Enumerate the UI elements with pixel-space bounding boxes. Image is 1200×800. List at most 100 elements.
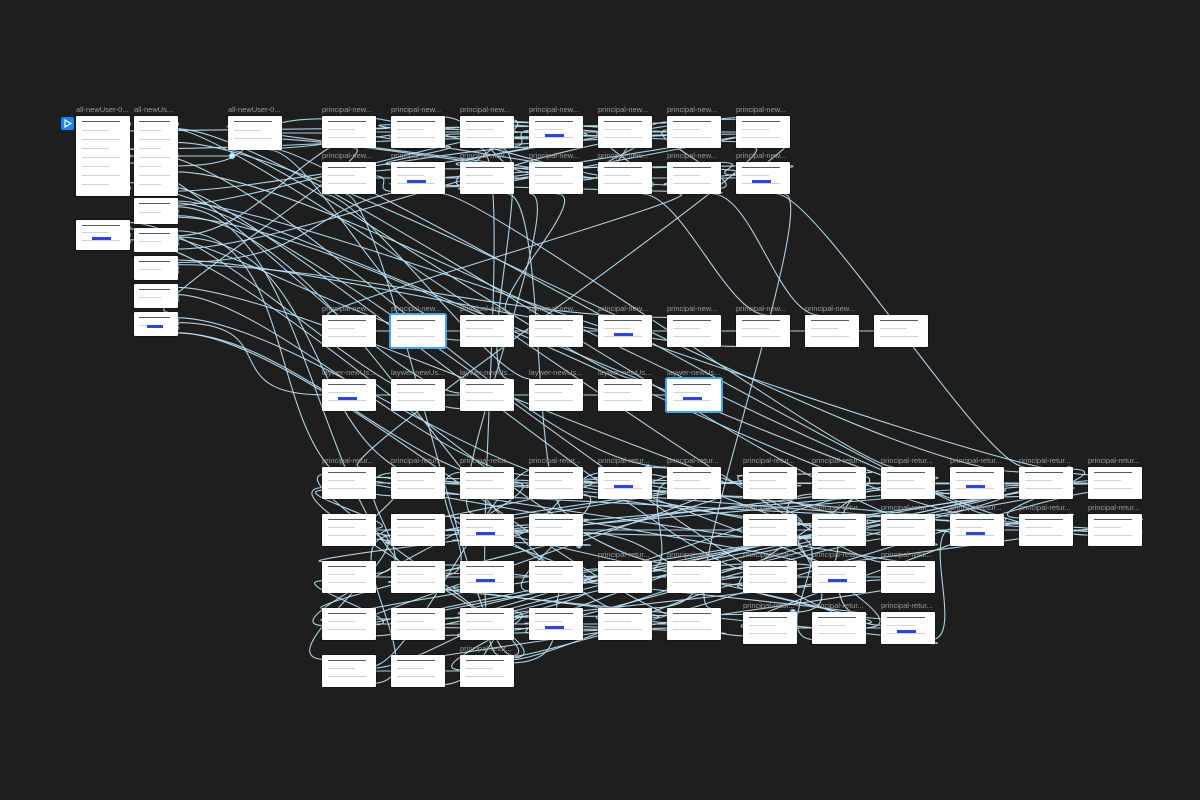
frame-title[interactable]: principal-retur...: [743, 601, 795, 610]
prototype-frame[interactable]: [460, 379, 514, 411]
frame-title[interactable]: principal-retur...: [322, 456, 374, 465]
frame-title[interactable]: principal-new...: [391, 151, 442, 160]
frame-title[interactable]: principal-new...: [529, 304, 580, 313]
prototype-frame[interactable]: [598, 608, 652, 640]
prototype-frame[interactable]: [529, 467, 583, 499]
prototype-frame[interactable]: [391, 655, 445, 687]
frame-title[interactable]: laywer-newUs...: [529, 368, 583, 377]
frame-title[interactable]: principal-retur...: [1019, 503, 1071, 512]
prototype-frame[interactable]: [529, 315, 583, 347]
frame-title[interactable]: principal-retur...: [391, 456, 443, 465]
prototype-frame[interactable]: [1088, 467, 1142, 499]
prototype-frame[interactable]: [134, 312, 178, 336]
prototype-frame[interactable]: [881, 467, 935, 499]
prototype-frame[interactable]: [812, 612, 866, 644]
frame-title[interactable]: principal-retur...: [950, 456, 1002, 465]
frame-title[interactable]: principal-retur...: [598, 456, 650, 465]
frame-title[interactable]: principal-new...: [529, 151, 580, 160]
frame-title[interactable]: principal-retur...: [743, 503, 795, 512]
frame-title[interactable]: principal-retur...: [598, 550, 650, 559]
frame-title[interactable]: all-newUser-0...: [76, 105, 129, 114]
frame-title[interactable]: principal-new...: [667, 304, 718, 313]
prototype-frame[interactable]: [881, 514, 935, 546]
prototype-frame[interactable]: [322, 514, 376, 546]
prototype-frame[interactable]: [322, 467, 376, 499]
frame-title[interactable]: principal-retur...: [460, 456, 512, 465]
prototype-frame[interactable]: [76, 116, 130, 196]
connection-node[interactable]: [228, 152, 236, 160]
prototype-frame[interactable]: [134, 116, 178, 196]
prototype-frame[interactable]: [598, 379, 652, 411]
prototype-frame[interactable]: [391, 116, 445, 148]
frame-title[interactable]: principal-retur...: [1019, 456, 1071, 465]
frame-title[interactable]: principal-retur...: [667, 456, 719, 465]
prototype-frame[interactable]: [667, 561, 721, 593]
prototype-frame[interactable]: [598, 162, 652, 194]
prototype-frame[interactable]: [460, 655, 514, 687]
flow-start-button[interactable]: [61, 117, 74, 130]
prototype-frame[interactable]: [76, 220, 130, 250]
frame-title[interactable]: principal-retur...: [881, 503, 933, 512]
prototype-frame[interactable]: [598, 561, 652, 593]
prototype-frame[interactable]: [667, 162, 721, 194]
frame-title[interactable]: principal-new...: [736, 105, 787, 114]
prototype-frame[interactable]: [667, 315, 721, 347]
prototype-frame[interactable]: [134, 284, 178, 308]
prototype-frame[interactable]: [529, 116, 583, 148]
prototype-frame[interactable]: [322, 655, 376, 687]
prototype-frame[interactable]: [1019, 467, 1073, 499]
prototype-frame[interactable]: [322, 379, 376, 411]
prototype-frame[interactable]: [950, 514, 1004, 546]
prototype-frame[interactable]: [460, 514, 514, 546]
prototype-frame[interactable]: [460, 315, 514, 347]
frame-title[interactable]: principal-new...: [391, 304, 442, 313]
frame-title[interactable]: principal-retur...: [812, 601, 864, 610]
frame-title[interactable]: principal-retur...: [667, 550, 719, 559]
frame-title[interactable]: principal-new...: [667, 151, 718, 160]
prototype-frame[interactable]: [812, 514, 866, 546]
prototype-frame[interactable]: [460, 162, 514, 194]
prototype-frame[interactable]: [1019, 514, 1073, 546]
prototype-frame[interactable]: [874, 315, 928, 347]
frame-title[interactable]: laywer-newUs...: [598, 368, 652, 377]
frame-title[interactable]: laywer-newUs...: [667, 368, 721, 377]
prototype-frame[interactable]: [529, 162, 583, 194]
prototype-frame[interactable]: [812, 467, 866, 499]
prototype-frame[interactable]: [881, 561, 935, 593]
frame-title[interactable]: principal-new...: [460, 151, 511, 160]
prototype-frame[interactable]: [391, 162, 445, 194]
prototype-frame[interactable]: [812, 561, 866, 593]
prototype-frame[interactable]: [391, 608, 445, 640]
prototype-frame[interactable]: [667, 116, 721, 148]
prototype-frame[interactable]: [529, 379, 583, 411]
frame-title[interactable]: principal-retur...: [1088, 456, 1140, 465]
frame-title[interactable]: principal-retur...: [950, 503, 1002, 512]
frame-title[interactable]: principal-retur...: [812, 456, 864, 465]
prototype-frame[interactable]: [391, 514, 445, 546]
frame-title[interactable]: principal-retur...: [881, 550, 933, 559]
prototype-frame[interactable]: [598, 467, 652, 499]
prototype-frame[interactable]: [667, 608, 721, 640]
prototype-frame[interactable]: [391, 561, 445, 593]
prototype-frame[interactable]: [950, 467, 1004, 499]
prototype-frame[interactable]: [1088, 514, 1142, 546]
prototype-frame[interactable]: [460, 116, 514, 148]
frame-title[interactable]: principal-new...: [391, 105, 442, 114]
frame-title[interactable]: principal-retur...: [529, 456, 581, 465]
prototype-frame[interactable]: [529, 514, 583, 546]
prototype-frame[interactable]: [134, 198, 178, 224]
prototype-frame[interactable]: [134, 256, 178, 280]
frame-title[interactable]: principal-new...: [598, 304, 649, 313]
prototype-frame[interactable]: [529, 561, 583, 593]
frame-title[interactable]: principal-new...: [598, 105, 649, 114]
frame-title[interactable]: principal-retur...: [812, 503, 864, 512]
prototype-frame[interactable]: [228, 116, 282, 150]
frame-title[interactable]: principal-new...: [805, 304, 856, 313]
frame-title[interactable]: principal-new...: [736, 304, 787, 313]
frame-title[interactable]: principal-new...: [598, 151, 649, 160]
frame-title[interactable]: principal-new...: [667, 105, 718, 114]
prototype-frame[interactable]: [736, 315, 790, 347]
prototype-frame[interactable]: [391, 315, 445, 347]
frame-title[interactable]: principal-new...: [736, 151, 787, 160]
prototype-frame[interactable]: [322, 162, 376, 194]
